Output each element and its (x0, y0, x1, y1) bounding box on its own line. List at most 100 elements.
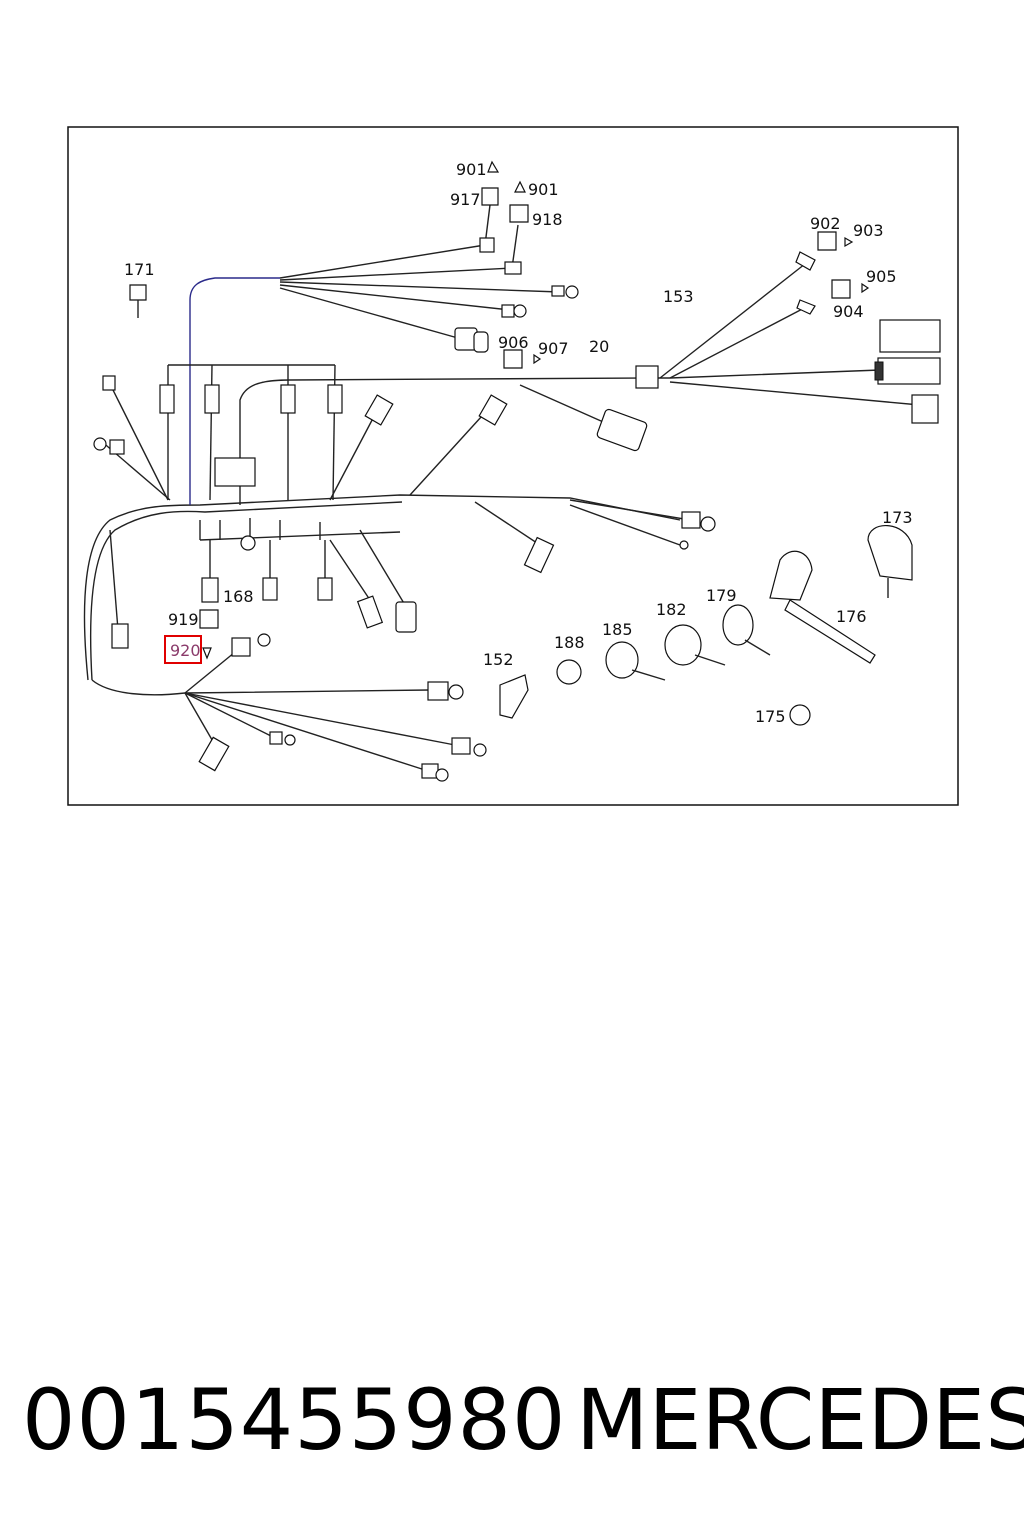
bracket-152 (499, 674, 529, 719)
connector-plug (451, 737, 471, 755)
cable-tie-182 (664, 624, 702, 666)
clip-173 (867, 525, 913, 581)
connector-seal (700, 516, 716, 532)
label-176: 176 (836, 607, 867, 626)
connector-plug (501, 304, 515, 318)
connector-plug (395, 601, 417, 633)
label-918: 918 (532, 210, 563, 229)
brand-name: MERCEDES (576, 1371, 1024, 1469)
connector-plug (269, 731, 283, 745)
clips-and-ties (499, 525, 913, 726)
part-902-shape (817, 231, 837, 251)
connector-plug (317, 577, 333, 601)
label-173: 173 (882, 508, 913, 527)
part-901-shape (487, 160, 500, 173)
sensor-plug (523, 536, 555, 574)
clip-175 (789, 704, 811, 726)
part-number: 0015455980 (22, 1371, 567, 1469)
part-907-shape (533, 353, 542, 365)
connector-plug (427, 681, 449, 701)
part-918-shape (509, 204, 529, 223)
harness-trunk (83, 277, 681, 681)
clip-176-holder (769, 550, 813, 601)
connector-plug (159, 384, 175, 414)
label-171: 171 (124, 260, 155, 279)
part-905-shape (861, 282, 870, 294)
connector-plug (109, 439, 125, 455)
connector-plug (262, 577, 278, 601)
connector-seal (565, 285, 579, 299)
wiring-harness-diagram: 901 917 901 918 902 903 905 904 171 153 … (67, 126, 959, 806)
label-904: 904 (833, 302, 864, 321)
connector-plug (102, 375, 116, 391)
diagram-frame (67, 126, 959, 806)
part-903-shape (844, 236, 854, 248)
label-906: 906 (498, 333, 529, 352)
connector-block-mid (596, 408, 648, 452)
label-903: 903 (853, 221, 884, 240)
connector-917-plug (479, 237, 495, 253)
cable-tie-176 (784, 599, 876, 664)
connector-seal (513, 304, 527, 318)
connector-plug (681, 511, 701, 529)
connector-right (911, 394, 939, 424)
label-168: 168 (223, 587, 254, 606)
lower-branch (91, 647, 456, 771)
cable-tie-179 (722, 604, 754, 646)
part-901b-shape (514, 180, 526, 193)
label-901: 901 (456, 160, 487, 179)
label-901-second: 901 (528, 180, 559, 199)
label-905: 905 (866, 267, 897, 286)
top-branch (279, 204, 561, 341)
part-171-bolt-head (129, 284, 147, 301)
connector-plug (356, 595, 384, 629)
clip-188 (556, 659, 582, 685)
ring-terminal (679, 540, 689, 550)
connector-plug (478, 394, 508, 426)
label-182: 182 (656, 600, 687, 619)
part-919-shape (199, 609, 219, 629)
label-919: 919 (168, 610, 199, 629)
grommet-153 (635, 365, 659, 389)
part-168-grommet (240, 535, 256, 551)
left-branch (99, 364, 691, 631)
control-unit-cover (879, 319, 941, 353)
connector-918-plug (504, 261, 522, 275)
right-branch (519, 259, 921, 426)
footer: 0015455980 MERCEDES (0, 1370, 1024, 1470)
connector-seal (473, 743, 487, 757)
connector-seal (448, 684, 464, 700)
bracket-block (214, 457, 256, 487)
highlight-box-920 (164, 635, 202, 664)
connector-seal (435, 768, 449, 782)
connector-plug (364, 394, 394, 426)
connector-seal (93, 437, 107, 451)
sensor-plug (198, 736, 230, 772)
label-920-highlighted: 920 (170, 641, 201, 660)
part-917-shape (481, 187, 499, 206)
connector-seal (257, 633, 271, 647)
connector-boot (473, 331, 489, 353)
control-unit-connector (877, 357, 941, 385)
cable-tie-185 (605, 641, 639, 679)
label-20: 20 (589, 337, 609, 356)
label-152: 152 (483, 650, 514, 669)
label-188: 188 (554, 633, 585, 652)
connector-904-plug (796, 299, 816, 315)
control-unit-latch (874, 361, 884, 381)
part-904-shape (831, 279, 851, 299)
connector-plug (201, 577, 219, 603)
connector-plug (327, 384, 343, 414)
connector-plug (280, 384, 296, 414)
connector-plug (111, 623, 129, 649)
label-902: 902 (810, 214, 841, 233)
label-917: 917 (450, 190, 481, 209)
label-179: 179 (706, 586, 737, 605)
connector-902-plug (795, 251, 816, 271)
label-153: 153 (663, 287, 694, 306)
part-920-shape (202, 647, 212, 660)
label-185: 185 (602, 620, 633, 639)
connector-seal (284, 734, 296, 746)
label-175: 175 (755, 707, 786, 726)
connector-plug (231, 637, 251, 657)
